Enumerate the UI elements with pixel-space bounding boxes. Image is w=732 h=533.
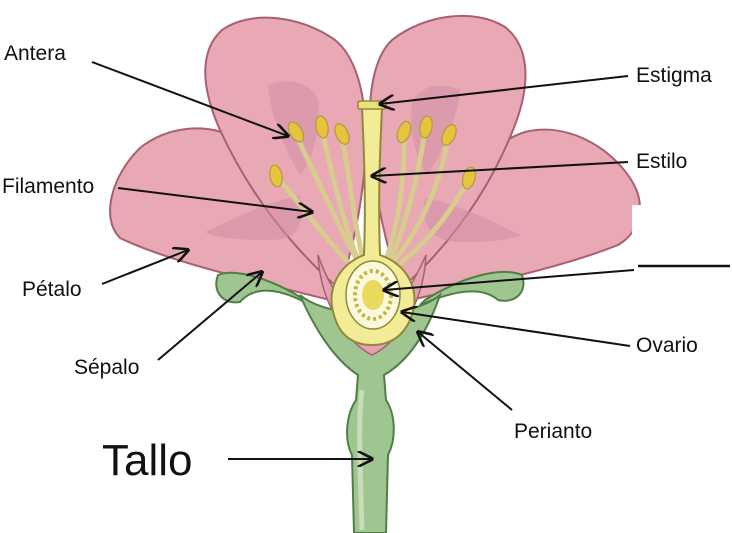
- stem-highlight: [357, 389, 365, 531]
- anther: [334, 123, 350, 145]
- label-tallo: Tallo: [102, 436, 193, 485]
- label-perianto: Perianto: [514, 420, 592, 443]
- arrow-petalo: [101, 250, 188, 285]
- arrow-ovario: [402, 312, 631, 347]
- labels: Antera Filamento Pétalo Sépalo Tallo Est…: [2, 42, 712, 485]
- arrow-antera: [91, 61, 288, 136]
- label-petalo: Pétalo: [22, 278, 82, 301]
- arrow-blank: [384, 269, 635, 290]
- anther: [315, 115, 329, 139]
- filament: [383, 129, 428, 272]
- filament: [388, 178, 471, 274]
- arrow-filamento: [117, 187, 312, 212]
- label-antera: Antera: [4, 42, 66, 65]
- filament: [319, 129, 365, 271]
- label-arrows: [91, 61, 635, 459]
- filament: [386, 137, 451, 270]
- filament: [381, 134, 407, 266]
- cover-patch: [632, 205, 732, 267]
- stigma: [357, 100, 387, 110]
- label-sepalo: Sépalo: [74, 356, 139, 379]
- anther: [461, 166, 477, 190]
- anther: [396, 120, 412, 144]
- ovary-center: [362, 280, 384, 310]
- arrow-estilo: [372, 161, 629, 176]
- label-ovario: Ovario: [636, 334, 698, 357]
- arrow-perianto: [418, 332, 513, 411]
- arrow-sepalo: [157, 272, 262, 361]
- anther: [441, 124, 457, 146]
- anther: [269, 164, 283, 188]
- label-estilo: Estilo: [636, 150, 687, 173]
- label-filamento: Filamento: [2, 175, 94, 198]
- anther: [419, 115, 433, 139]
- label-estigma: Estigma: [636, 64, 712, 87]
- arrow-estigma: [380, 75, 629, 104]
